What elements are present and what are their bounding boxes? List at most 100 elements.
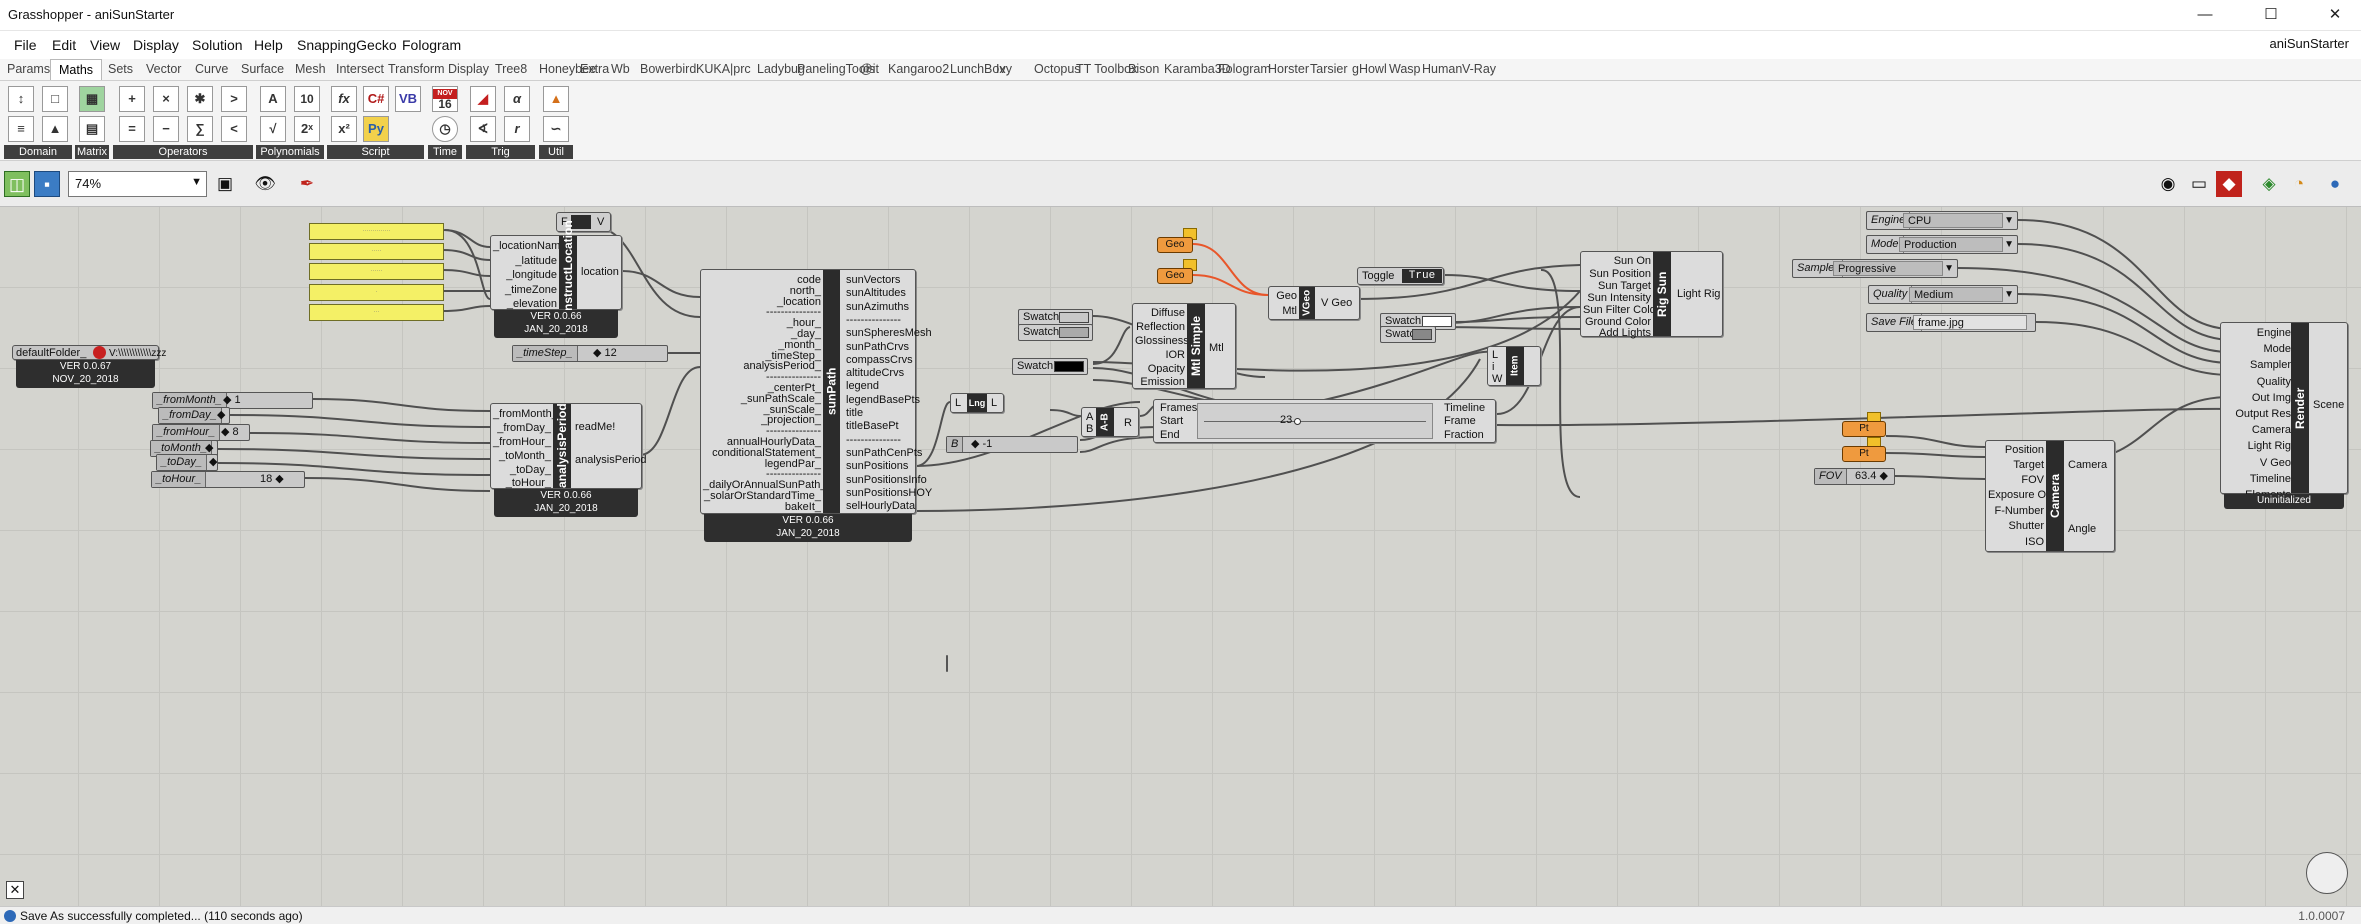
pt-param-position[interactable]: Pt (1842, 421, 1886, 437)
close-button[interactable]: ✕ (2328, 6, 2342, 23)
menu-snappinggecko[interactable]: SnappingGecko (297, 37, 397, 53)
square-root-icon[interactable]: √ (260, 116, 286, 142)
vb-script-icon[interactable]: VB (395, 86, 421, 112)
tab--it[interactable]: @it (860, 62, 879, 76)
timeline-track[interactable]: 23 (1197, 403, 1433, 439)
geo-param-1[interactable]: Geo (1157, 237, 1193, 253)
swatch-emission[interactable]: Swatch (1012, 358, 1088, 375)
matrix-icon[interactable]: ▦ (79, 86, 105, 112)
preview-wire-icon[interactable]: ▭ (2190, 174, 2208, 193)
maximize-button[interactable]: ☐ (2264, 6, 2278, 23)
tab-lunchbox[interactable]: LunchBox (950, 62, 1006, 76)
alpha-icon[interactable]: α (504, 86, 530, 112)
extremes-icon[interactable]: ▲ (543, 86, 569, 112)
tab-bowerbird[interactable]: Bowerbird (640, 62, 697, 76)
tab-maths[interactable]: Maths (50, 59, 103, 80)
rig-sun-component[interactable]: Sun On Sun Position Sun Target Sun Inten… (1580, 251, 1723, 339)
from-day-slider[interactable]: _fromDay_◆ 1 (158, 407, 230, 436)
boolean-toggle-top[interactable]: F V (556, 212, 611, 232)
tab-display[interactable]: Display (448, 62, 489, 76)
mesh-quality-icon[interactable]: ◈ (2262, 174, 2276, 193)
camera-component[interactable]: Position Target FOV Exposure On F-Number… (1985, 440, 2115, 552)
zoom-extents-icon[interactable]: ▣ (216, 174, 234, 193)
tab-ghowl[interactable]: gHowl (1352, 62, 1387, 76)
power-icon[interactable]: A (260, 86, 286, 112)
tab-transform[interactable]: Transform (388, 62, 445, 76)
tab-karamba3d[interactable]: Karamba3D (1164, 62, 1231, 76)
tab-kuka-prc[interactable]: KUKA|prc (696, 62, 751, 76)
remap-icon[interactable]: ▲ (42, 116, 68, 142)
subtraction-component[interactable]: A B A-B R (1081, 407, 1139, 437)
display-globe-icon[interactable]: ● (2329, 174, 2341, 193)
timeline-handle[interactable] (1294, 418, 1301, 425)
tab-intersect[interactable]: Intersect (336, 62, 384, 76)
canvas-navigator-icon[interactable] (2306, 852, 2348, 894)
from-month-slider[interactable]: _fromMonth_◆ 1 (152, 392, 313, 409)
swatch-sun-filter[interactable]: Swatch (1380, 313, 1456, 330)
larger-than-icon[interactable]: > (221, 86, 247, 112)
color-wheel-icon[interactable]: ◔ (2293, 174, 2305, 193)
to-hour-slider[interactable]: _toHour_18 ◆ (151, 471, 305, 488)
close-icon[interactable]: ✕ (6, 881, 24, 899)
zoom-select[interactable]: 74%▼ (68, 171, 207, 197)
to-day-slider[interactable]: _toDay_◆ 1 (156, 454, 218, 483)
timezone-panel[interactable]: · (309, 284, 444, 301)
list-length-component[interactable]: L Lng L (950, 393, 1004, 413)
python-script-icon[interactable]: Py (363, 116, 389, 142)
tab-wb[interactable]: Wb (611, 62, 630, 76)
tab-surface[interactable]: Surface (241, 62, 285, 76)
mass-addition-icon[interactable]: ∑ (187, 116, 213, 142)
triangle-trig-icon[interactable]: ◢ (470, 86, 496, 112)
domain-icon[interactable]: ↕ (8, 86, 34, 112)
tab-params[interactable]: Params (7, 62, 51, 76)
power-of-2-icon[interactable]: 2ˣ (294, 116, 320, 142)
preview-selected-icon[interactable]: ◆ (2216, 171, 2242, 197)
tab-vector[interactable]: Vector (146, 62, 182, 76)
tab-wasp[interactable]: Wasp (1389, 62, 1421, 76)
radians-icon[interactable]: r (504, 116, 530, 142)
subtraction-icon[interactable]: − (153, 116, 179, 142)
swatch-reflection[interactable]: Swatch (1018, 324, 1093, 341)
tab-extra[interactable]: Extra (580, 62, 610, 76)
sketch-pen-icon[interactable]: ✒ (299, 174, 315, 193)
smaller-than-icon[interactable]: < (221, 116, 247, 142)
addition-icon[interactable]: + (119, 86, 145, 112)
open-file-icon[interactable]: ◫ (4, 171, 30, 197)
csharp-script-icon[interactable]: C# (363, 86, 389, 112)
tab-mesh[interactable]: Mesh (295, 62, 326, 76)
display-matrix-icon[interactable]: ▤ (79, 116, 105, 142)
from-hour-slider[interactable]: _fromHour_◆ 8 (152, 424, 250, 441)
latitude-panel[interactable]: ····· (309, 243, 444, 260)
clock-icon[interactable]: ◷ (432, 116, 458, 142)
preview-eye-icon[interactable]: 👁 (254, 174, 276, 193)
tab-kangaroo2[interactable]: Kangaroo2 (888, 62, 950, 76)
swatch-ground[interactable]: Swatch (1380, 326, 1436, 343)
elevation-panel[interactable]: ··· (309, 304, 444, 321)
geo-param-2[interactable]: Geo (1157, 268, 1193, 284)
menu-edit[interactable]: Edit (52, 37, 77, 53)
tab-honeybee[interactable]: Honeybee (539, 62, 596, 76)
tab-tree8[interactable]: Tree8 (495, 62, 528, 76)
evaluate-icon[interactable]: x² (331, 116, 357, 142)
tab-horster[interactable]: Horster (1268, 62, 1309, 76)
construct-location-component[interactable]: _locationName _latitude _longitude _time… (490, 220, 622, 325)
bounds-icon[interactable]: □ (42, 86, 68, 112)
timeline-component[interactable]: Frames Start End 23 Timeline Frame Fract… (1153, 399, 1496, 443)
menu-help[interactable]: Help (254, 37, 283, 53)
tab-curve[interactable]: Curve (195, 62, 229, 76)
menu-fologram[interactable]: Fologram (402, 37, 462, 53)
location-name-panel[interactable]: ·············· (309, 223, 444, 240)
equality-icon[interactable]: = (119, 116, 145, 142)
angle-icon[interactable]: ∢ (470, 116, 496, 142)
tab-sets[interactable]: Sets (108, 62, 134, 76)
menu-file[interactable]: File (14, 37, 37, 53)
material-simple-component[interactable]: Diffuse Reflection Glossiness IOR Opacit… (1132, 303, 1236, 389)
smooth-icon[interactable]: ∽ (543, 116, 569, 142)
default-folder-component[interactable]: defaultFolder_ V:\\\\\\\\\\\\zzz (12, 345, 166, 360)
